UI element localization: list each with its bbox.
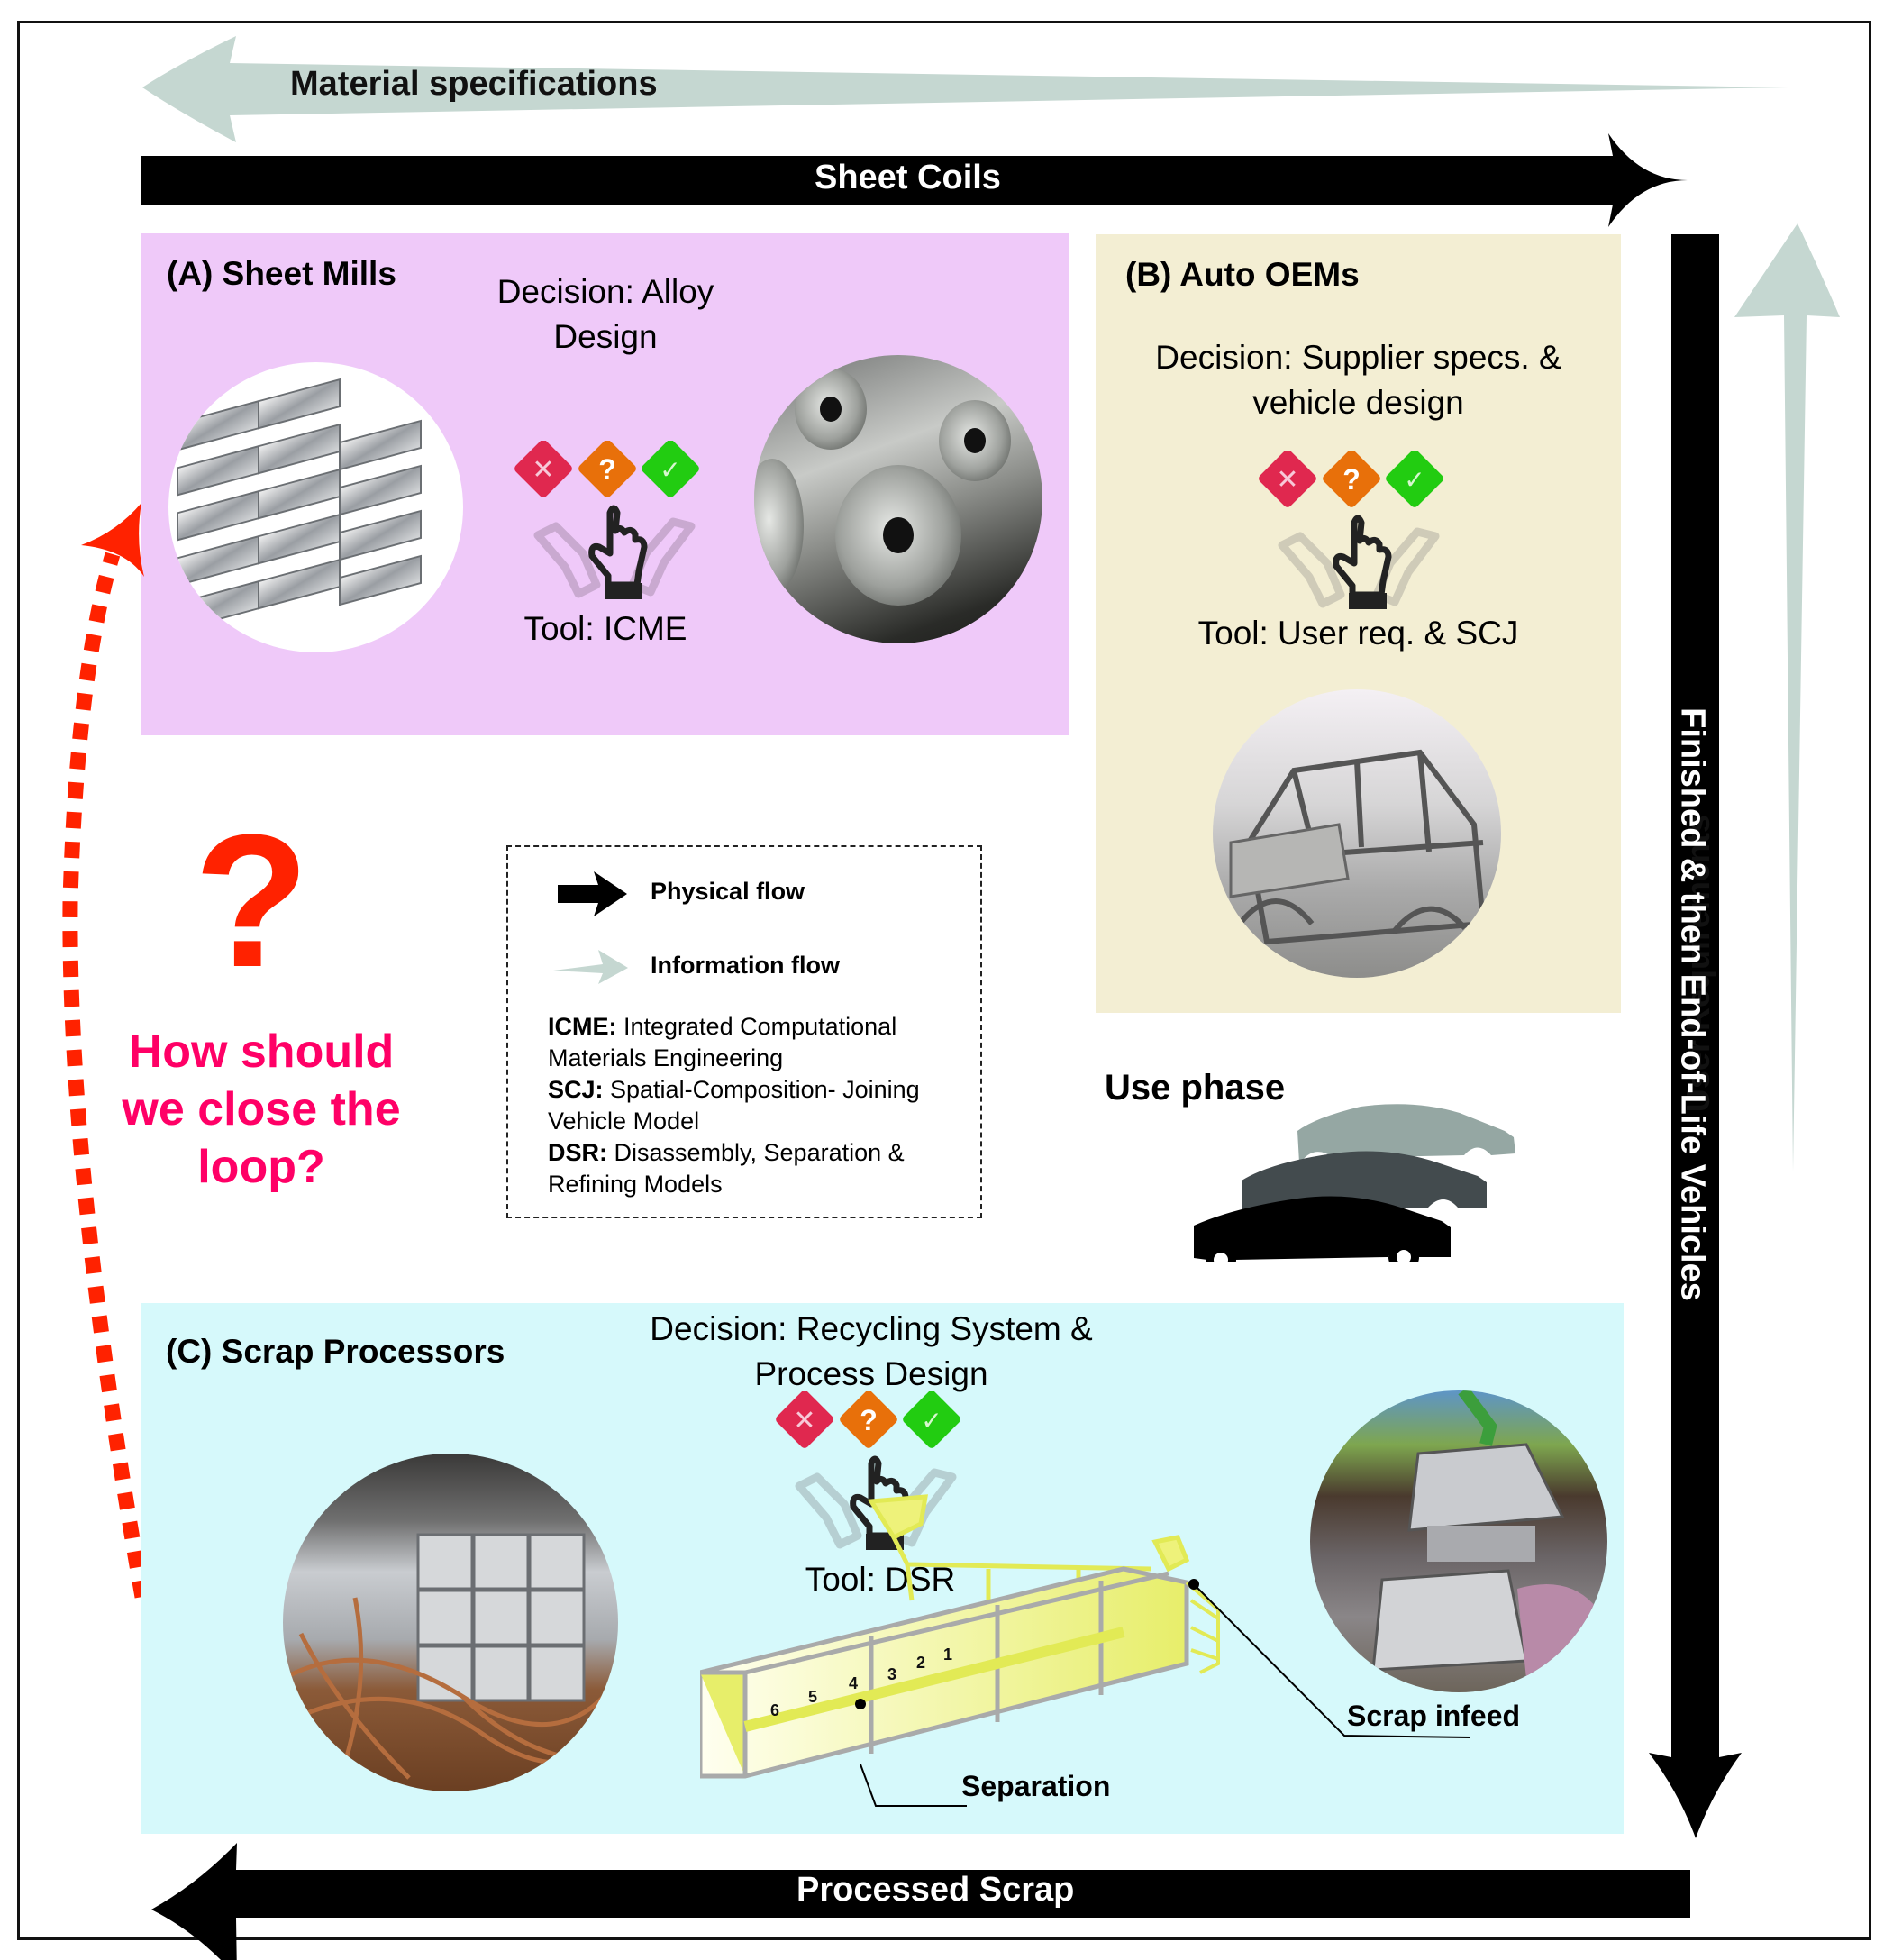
car-silhouette-dark <box>1242 1151 1487 1213</box>
accept-diamond-icon: ✓ <box>642 440 699 497</box>
svg-text:✓: ✓ <box>660 455 680 485</box>
decision-icon-group: ✕ ? ✓ <box>772 1390 979 1554</box>
svg-text:?: ? <box>1342 463 1361 496</box>
unsure-diamond-icon: ? <box>1323 450 1380 507</box>
pointing-hands-icon <box>533 505 696 599</box>
close-loop-arrowhead <box>81 503 144 577</box>
panel-title: (B) Auto OEMs <box>1125 256 1360 293</box>
sheet-coils-label: Sheet Coils <box>815 159 1001 196</box>
panel-title: (A) Sheet Mills <box>167 255 396 292</box>
definition-scj: SCJ: Spatial-Composition- Joining Vehicl… <box>548 1076 920 1135</box>
scrap-infeed-ladder <box>1185 1581 1220 1674</box>
svg-text:✕: ✕ <box>532 454 554 486</box>
svg-text:?: ? <box>598 453 616 486</box>
legend-box: Physical flow Information flow ICME: Int… <box>506 845 982 1218</box>
scrap-infeed-callout: Scrap infeed <box>1347 1700 1521 1732</box>
svg-text:✕: ✕ <box>1276 464 1298 496</box>
decision-line-2: Process Design <box>754 1355 988 1392</box>
legend-physical-flow: Physical flow <box>651 878 805 905</box>
loop-question-line-1: How should <box>128 1026 395 1078</box>
legend-information-flow: Information flow <box>651 952 840 979</box>
panel-sheet-mills: (A) Sheet Mills <box>141 233 1069 735</box>
decision-text: Decision: Alloy Design <box>461 269 750 360</box>
separation-callout: Separation <box>961 1770 1111 1802</box>
car-body-in-white-photo <box>1213 689 1501 978</box>
stage-2-label: 2 <box>916 1654 925 1672</box>
loop-question-text: How should we close the loop? <box>99 1023 423 1196</box>
definition-dsr: DSR: Disassembly, Separation & Refining … <box>548 1139 905 1198</box>
legend-arrows <box>553 871 628 984</box>
svg-text:✕: ✕ <box>793 1405 815 1436</box>
decision-icon-group: ✕ ? ✓ <box>1255 450 1462 613</box>
separator-machine-diagram: 1 2 3 4 5 6 <box>700 1494 1220 1779</box>
material-specifications-arrow <box>142 36 1788 142</box>
sheet-coils-arrow <box>141 133 1688 227</box>
stage-4-label: 4 <box>849 1674 858 1692</box>
user-requirements-arrow <box>1734 223 1840 1171</box>
accept-diamond-icon: ✓ <box>903 1390 960 1448</box>
definition-icme: ICME: Integrated Computational Materials… <box>548 1013 897 1071</box>
unsure-diamond-icon: ? <box>578 440 636 497</box>
aluminum-coils-photo <box>754 355 1042 643</box>
stage-1-label: 1 <box>943 1645 952 1664</box>
separation-stage-markers: 1 2 3 4 5 6 <box>770 1645 952 1719</box>
junkyard-cars-photo <box>1310 1390 1607 1692</box>
car-silhouette-black <box>1194 1196 1451 1262</box>
information-flow-arrow-icon <box>553 950 628 984</box>
decision-line-1: Decision: Supplier specs. & <box>1155 339 1561 376</box>
tool-label: Tool: ICME <box>523 610 687 647</box>
use-phase-cars-icon <box>1194 1104 1515 1262</box>
reject-diamond-icon: ✕ <box>514 440 572 497</box>
reject-diamond-icon: ✕ <box>776 1390 833 1448</box>
stage-5-label: 5 <box>808 1688 817 1706</box>
accept-diamond-icon: ✓ <box>1386 450 1443 507</box>
separation-callout-dot <box>855 1699 866 1709</box>
decision-text: Decision: Supplier specs. & vehicle desi… <box>1096 335 1621 425</box>
loop-question-line-3: loop? <box>197 1141 325 1193</box>
legend-definitions: ICME: Integrated Computational Materials… <box>548 1011 971 1200</box>
loop-question-line-2: we close the <box>122 1083 401 1135</box>
decision-line-2: Design <box>553 318 658 355</box>
use-phase-label: Use phase <box>1105 1068 1286 1108</box>
svg-text:?: ? <box>860 1404 878 1436</box>
finished-vehicles-arrow <box>1649 234 1742 1838</box>
scrap-bales-photo <box>283 1454 618 1791</box>
processed-scrap-label: Processed Scrap <box>796 1871 1075 1909</box>
svg-text:✓: ✓ <box>921 1406 942 1436</box>
car-silhouette-light <box>1297 1104 1515 1162</box>
material-specifications-label: Material specifications <box>290 65 658 103</box>
pointing-hands-icon <box>1278 515 1440 609</box>
reject-diamond-icon: ✕ <box>1259 450 1316 507</box>
panel-auto-oems: (B) Auto OEMs Decision: Supplier specs. … <box>1096 234 1621 1013</box>
figure-frame <box>17 21 1871 1940</box>
conveyor-feeder <box>867 1494 1190 1605</box>
unsure-diamond-icon: ? <box>840 1390 897 1448</box>
panel-scrap-processors: (C) Scrap Processors Decision: Recycling… <box>141 1303 1624 1834</box>
svg-text:✓: ✓ <box>1404 465 1424 495</box>
decision-line-2: vehicle design <box>1252 384 1464 421</box>
decision-line-1: Decision: Recycling System & <box>650 1310 1093 1347</box>
panel-title: (C) Scrap Processors <box>166 1333 505 1370</box>
tool-label: Tool: User req. & SCJ <box>1197 615 1519 652</box>
stage-3-label: 3 <box>887 1665 896 1683</box>
processed-scrap-arrow <box>151 1843 1690 1960</box>
question-mark-icon: ? <box>194 795 310 1007</box>
decision-line-1: Decision: Alloy <box>496 273 714 310</box>
decision-icon-group: ✕ ? ✓ <box>511 440 718 603</box>
physical-flow-arrow-icon <box>558 871 627 916</box>
aluminum-ingots-photo <box>168 362 463 652</box>
decision-text: Decision: Recycling System & Process Des… <box>601 1307 1142 1397</box>
callout-leaders <box>860 1583 1471 1807</box>
stage-6-label: 6 <box>770 1701 779 1719</box>
